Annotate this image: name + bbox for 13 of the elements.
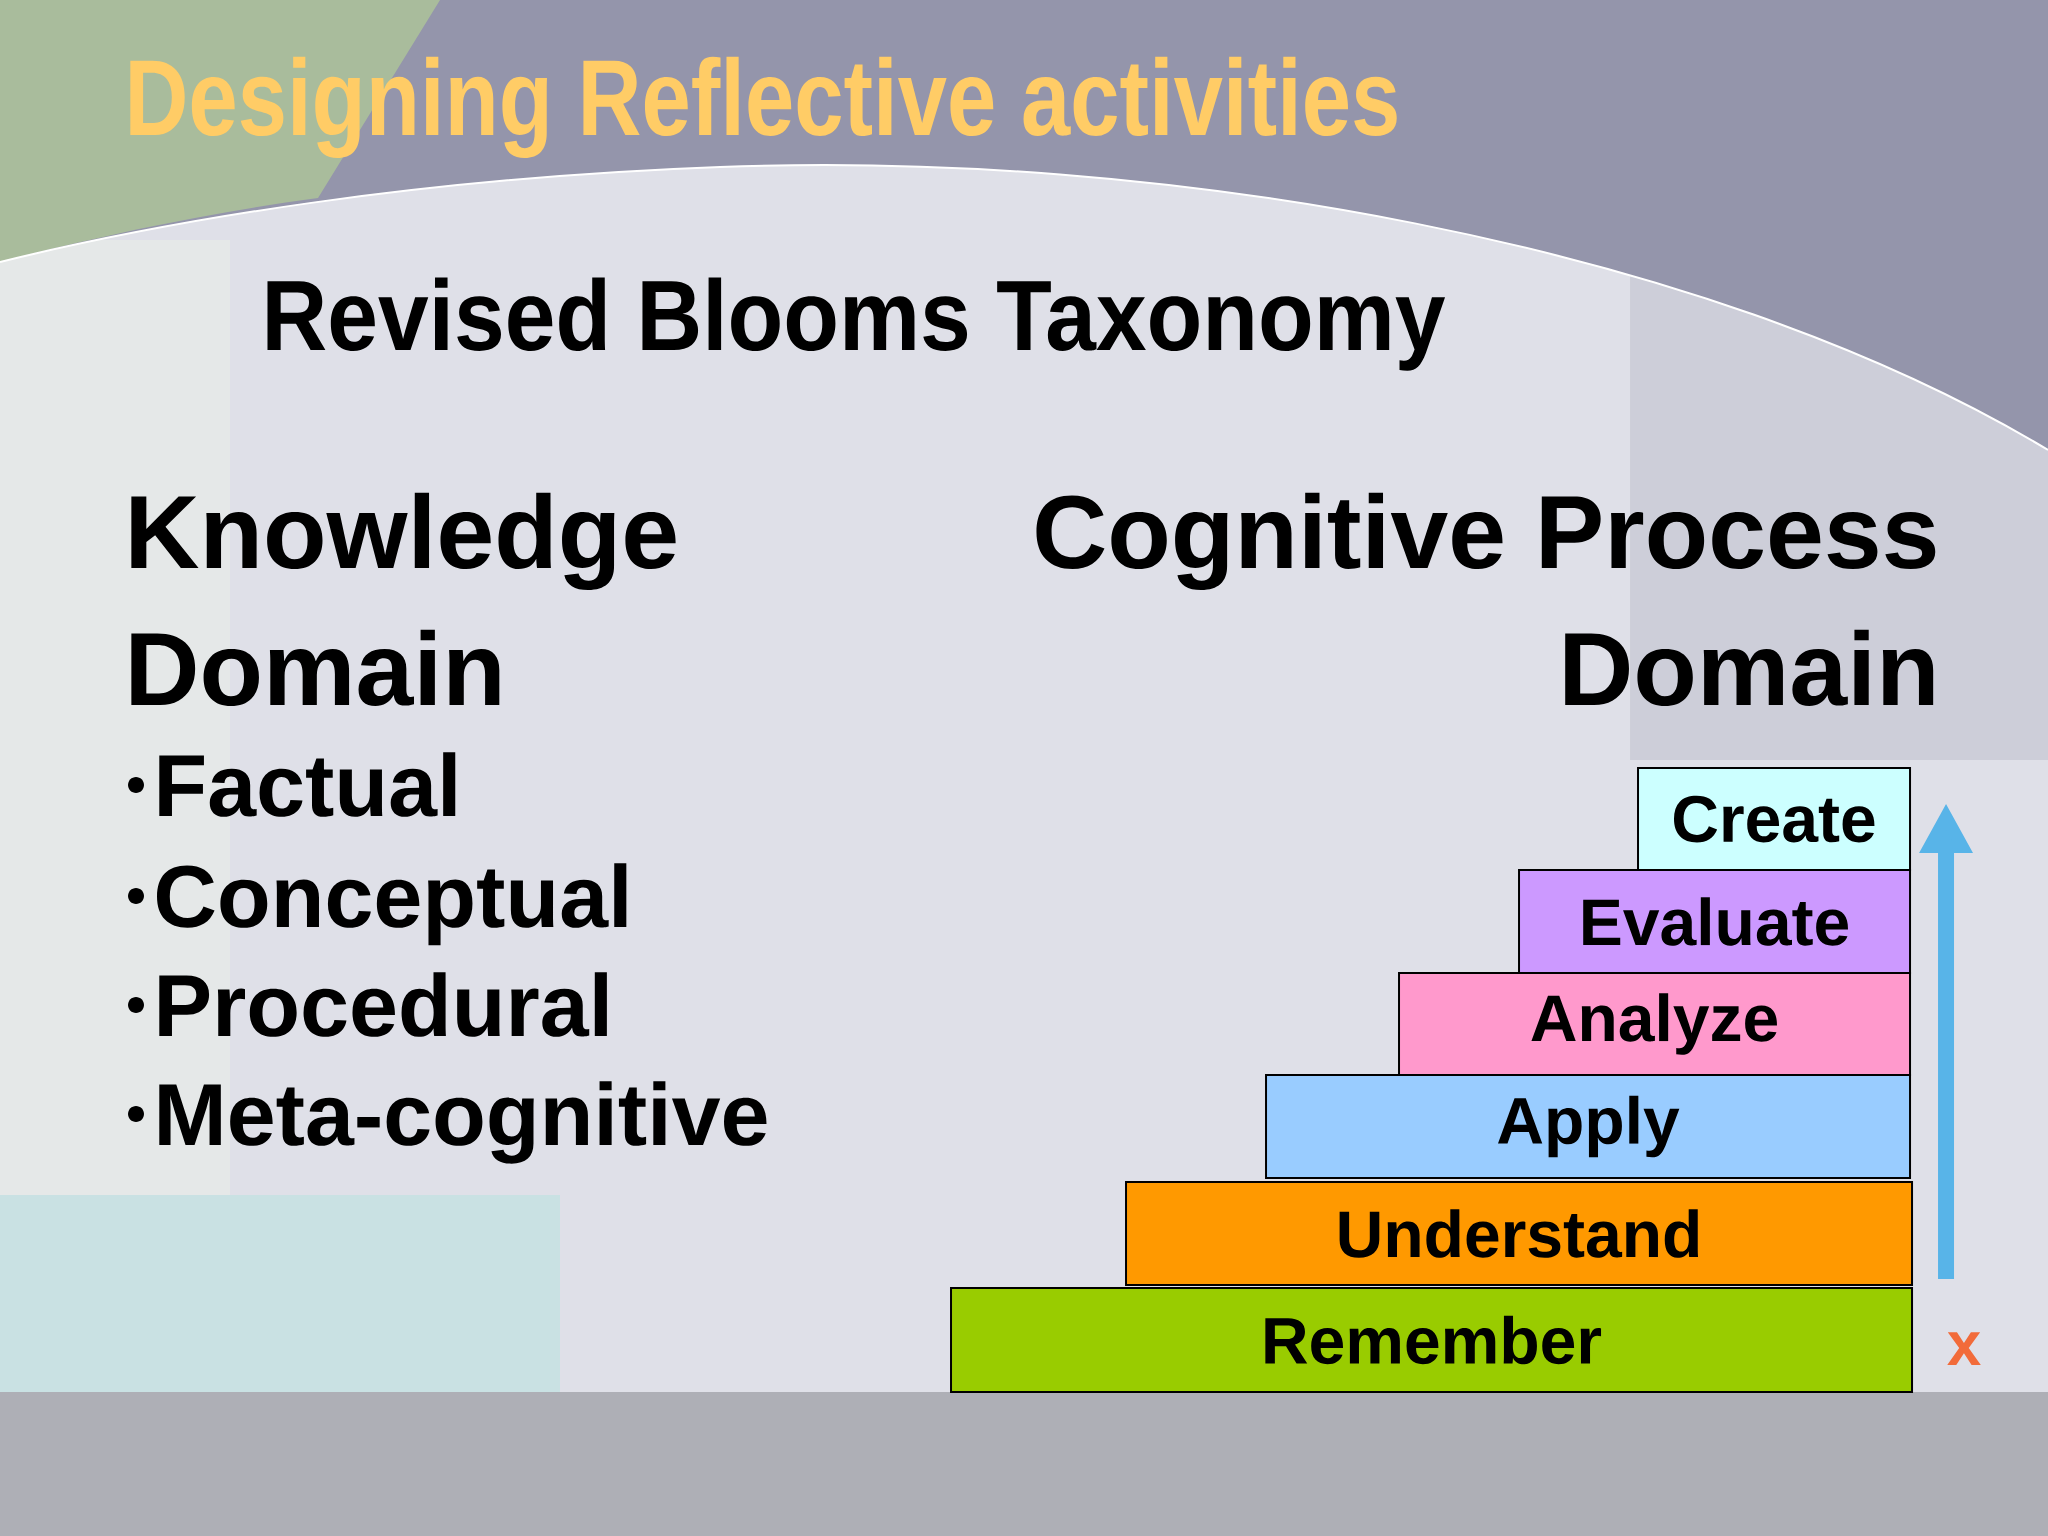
letter-label: x: [1947, 1332, 1981, 1365]
title: Designing Reflective activities: [130, 56, 1397, 158]
step-box: Analyze: [1398, 972, 1912, 1076]
step-box: Create: [1637, 767, 1912, 871]
list-item: Factual: [159, 752, 456, 817]
list-item: Meta-cognitive: [159, 1081, 767, 1164]
step-box: Evaluate: [1518, 869, 1912, 974]
subtitle: Revised Blooms Taxonomy: [267, 277, 1446, 371]
column-heading: Knowledge Domain: [131, 492, 676, 706]
column-heading: Cognitive Process Domain: [1036, 492, 1936, 706]
list-item: Conceptual: [157, 863, 627, 946]
step-box: Apply: [1265, 1074, 1912, 1179]
list-item: Procedural: [159, 972, 607, 1037]
